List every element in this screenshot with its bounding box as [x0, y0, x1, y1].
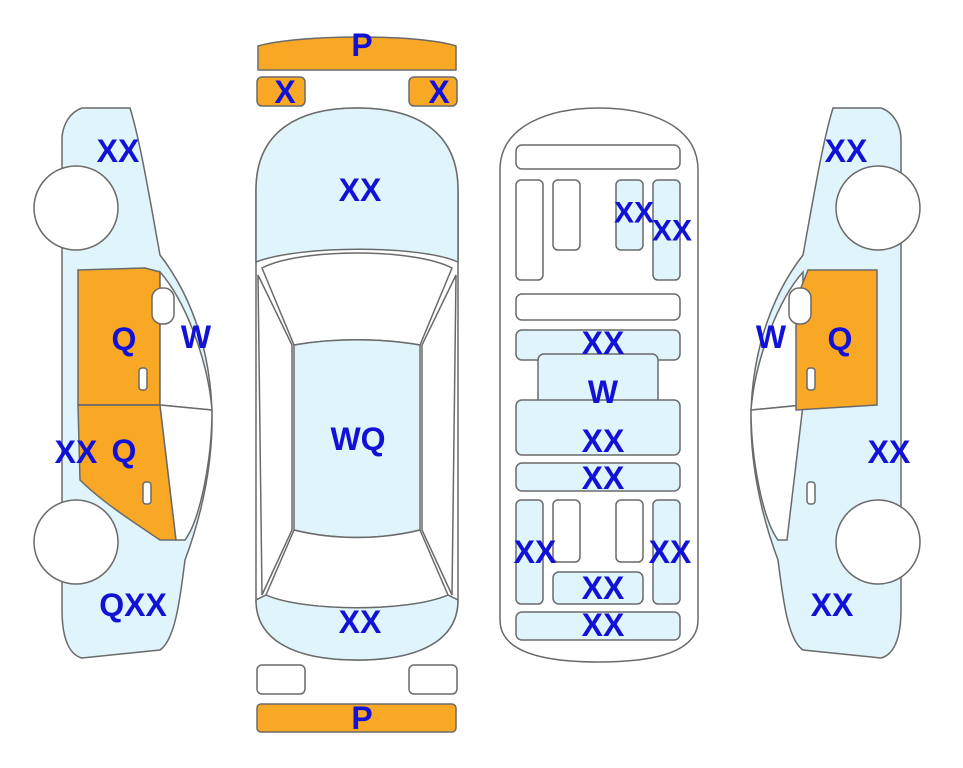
interior-rear-right-label: XX	[649, 534, 692, 570]
interior-front-seat-a-label: XX	[614, 197, 654, 230]
left-front-door-label: Q	[112, 321, 137, 357]
right-rear-door-handle[interactable]	[806, 481, 816, 505]
front-bumper-label: P	[351, 27, 372, 63]
right-front-wheel[interactable]	[835, 165, 921, 251]
front-left-seat-outer[interactable]	[515, 179, 544, 281]
rear-window	[265, 529, 449, 609]
right-front-fender-label: XX	[825, 133, 868, 169]
top-view: P X X XX WQ XX P	[255, 27, 459, 736]
left-tail-light[interactable]	[256, 664, 306, 695]
right-front-door-handle[interactable]	[806, 367, 816, 391]
windshield	[261, 252, 453, 346]
interior-center-lower-label: XX	[582, 423, 625, 459]
left-rear-door-handle[interactable]	[142, 481, 152, 505]
right-a-pillar	[421, 274, 457, 596]
front-left-seat-inner[interactable]	[552, 179, 581, 251]
right-side-view: XX W Q XX XX	[750, 107, 921, 659]
right-front-door-label: Q	[828, 321, 853, 357]
left-glass-lower	[159, 404, 213, 541]
trunk-label: XX	[339, 604, 382, 640]
left-mirror-label: W	[181, 319, 212, 355]
left-rear-quarter-label: QXX	[99, 587, 167, 623]
rear-center-armrest[interactable]	[552, 571, 644, 605]
front-right-seat-outer[interactable]	[652, 179, 681, 281]
right-rear-quarter-label: XX	[811, 587, 854, 623]
left-a-pillar	[257, 274, 293, 596]
right-rear-wheel[interactable]	[835, 499, 921, 585]
rear-center-right[interactable]	[615, 499, 644, 563]
interior-rear-center-label: XX	[582, 570, 625, 606]
rear-bumper-label: P	[351, 700, 372, 736]
hood-panel[interactable]	[255, 107, 459, 264]
interior-rear-left-label: XX	[514, 534, 557, 570]
trunk-panel[interactable]	[255, 594, 459, 661]
front-bumper[interactable]	[257, 36, 457, 71]
rear-bench[interactable]	[515, 462, 681, 492]
left-mirror[interactable]	[151, 287, 175, 325]
right-rocker-label: XX	[868, 434, 911, 470]
interior-rear-bench-label: XX	[582, 460, 625, 496]
left-rocker-label: XX	[55, 434, 98, 470]
left-rear-door-panel[interactable]	[77, 404, 177, 541]
roof-label: WQ	[330, 421, 385, 457]
interior-front-seat-b-label: XX	[652, 215, 692, 248]
interior-center-upper-label: XX	[582, 325, 625, 361]
left-front-wheel[interactable]	[33, 165, 119, 251]
hood-label: XX	[339, 172, 382, 208]
right-tail-light[interactable]	[408, 664, 458, 695]
left-headlight-label: X	[274, 74, 296, 110]
center-lower-seat[interactable]	[515, 399, 681, 456]
interior-center-panel-label: W	[588, 374, 619, 410]
right-mirror[interactable]	[788, 287, 812, 325]
rear-bumper[interactable]	[256, 703, 457, 733]
right-glass-lower	[750, 404, 804, 541]
rear-right-seat[interactable]	[652, 499, 681, 605]
front-right-seat-inner[interactable]	[615, 179, 644, 251]
interior-view: XX XX XX W XX XX XX XX XX XX	[499, 107, 699, 663]
dashboard[interactable]	[515, 144, 681, 170]
right-mirror-label: W	[756, 319, 787, 355]
left-rear-door-label: Q	[112, 433, 137, 469]
left-front-fender-label: XX	[97, 133, 140, 169]
left-side-view: XX Q W XX Q QXX	[33, 107, 213, 659]
left-rear-wheel[interactable]	[33, 499, 119, 585]
interior-cargo-label: XX	[582, 607, 625, 643]
left-headlight[interactable]	[256, 76, 306, 107]
left-front-door-handle[interactable]	[138, 367, 148, 391]
right-headlight[interactable]	[408, 76, 458, 107]
center-console[interactable]	[515, 293, 681, 321]
cargo-area[interactable]	[515, 611, 681, 641]
rear-center-left[interactable]	[552, 499, 581, 563]
right-headlight-label: X	[428, 74, 450, 110]
rear-left-seat[interactable]	[515, 499, 544, 605]
